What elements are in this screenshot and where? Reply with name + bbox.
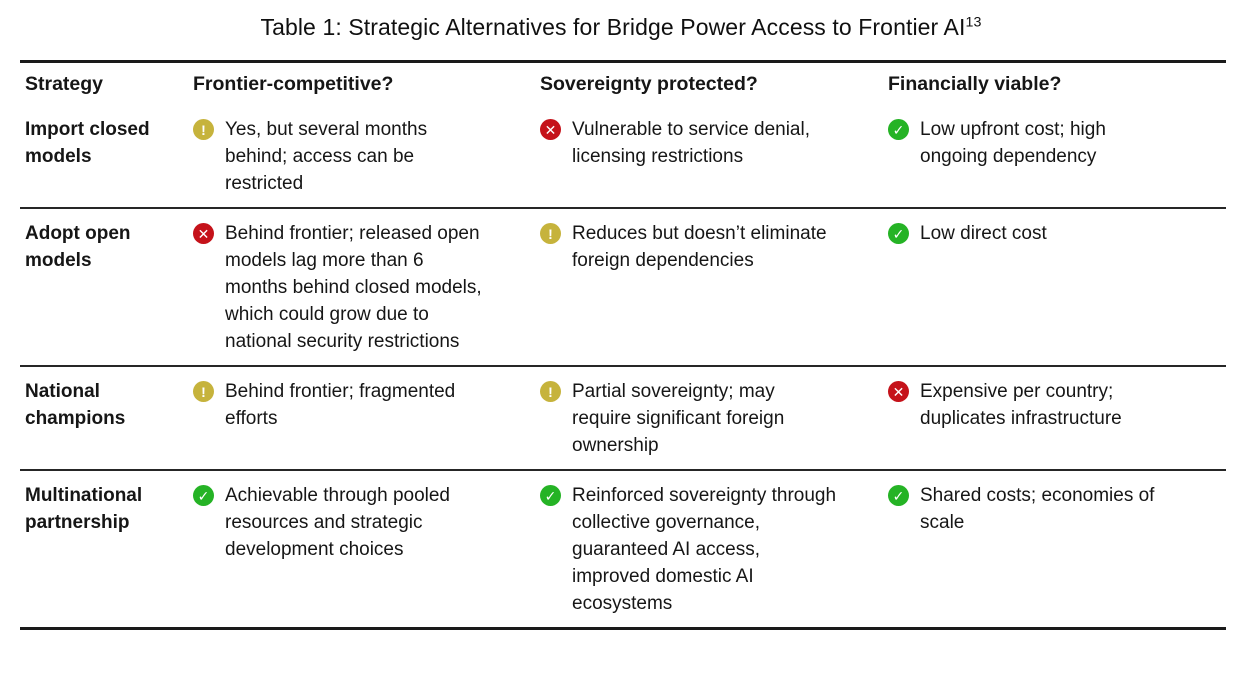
cell-text: Shared costs; economies of scale <box>920 485 1155 533</box>
table-row: Adopt open models ✕ Behind frontier; relea… <box>20 207 1226 365</box>
table-cell: ! Behind frontier; fragmented efforts <box>193 367 540 469</box>
check-icon: ✓ <box>540 485 561 506</box>
cross-icon: ✕ <box>540 119 561 140</box>
footnote-reference: 13 <box>965 14 982 31</box>
cell-text: Yes, but several months behind; access c… <box>225 119 428 194</box>
warning-icon: ! <box>540 223 561 244</box>
table-cell: ✓ Shared costs; economies of scale <box>888 471 1226 627</box>
column-header-frontier: Frontier-competitive? <box>193 73 394 95</box>
cell-text: Reduces but doesn’t eliminate foreign de… <box>572 223 827 271</box>
cell-text: Vulnerable to service denial, licensing … <box>572 119 810 167</box>
check-icon: ✓ <box>888 485 909 506</box>
table-cell: ! Partial sovereignty; may require signif… <box>540 367 888 469</box>
check-icon: ✓ <box>888 223 909 244</box>
table-cell: ✕ Expensive per country; duplicates infra… <box>888 367 1226 469</box>
table-row: National champions! Behind frontier; frag… <box>20 365 1226 469</box>
table-cell: ✓ Low upfront cost; high ongoing dependen… <box>888 105 1226 207</box>
column-header-strategy: Strategy <box>25 73 104 95</box>
table-cell: ✓ Reinforced sovereignty through collecti… <box>540 471 888 627</box>
cell-text: Expensive per country; duplicates infras… <box>920 381 1122 429</box>
table-title-text: Table 1: Strategic Alternatives for Brid… <box>260 14 966 40</box>
cell-text: Low upfront cost; high ongoing dependenc… <box>920 119 1106 167</box>
row-strategy-label: Import closed models <box>25 119 150 167</box>
column-header-sovereignty: Sovereignty protected? <box>540 73 758 95</box>
table-title: Table 1: Strategic Alternatives for Brid… <box>0 0 1242 41</box>
table-row: Import closed models! Yes, but several mo… <box>20 105 1226 207</box>
row-strategy-label: Adopt open models <box>25 223 131 271</box>
row-strategy-label: Multinational partnership <box>25 485 143 533</box>
cell-text: Achievable through pooled resources and … <box>225 485 451 560</box>
table-cell: ✓ Achievable through pooled resources and… <box>193 471 540 627</box>
table-body: Import closed models! Yes, but several mo… <box>20 105 1226 627</box>
cell-text: Partial sovereignty; may require signifi… <box>572 381 785 456</box>
strategies-table: Strategy Frontier-competitive? Sovereign… <box>20 60 1226 630</box>
warning-icon: ! <box>193 119 214 140</box>
table-cell: ✕ Behind frontier; released open models l… <box>193 209 540 365</box>
table-row: Multinational partnership ✓ Achievable thr… <box>20 469 1226 627</box>
table-cell: ! Reduces but doesn’t eliminate foreign d… <box>540 209 888 365</box>
cell-text: Behind frontier; fragmented efforts <box>225 381 456 429</box>
table-cell: ✕ Vulnerable to service denial, licensing… <box>540 105 888 207</box>
cross-icon: ✕ <box>193 223 214 244</box>
cell-text: Behind frontier; released open models la… <box>225 223 482 352</box>
warning-icon: ! <box>540 381 561 402</box>
warning-icon: ! <box>193 381 214 402</box>
table-cell: ! Yes, but several months behind; access … <box>193 105 540 207</box>
column-header-financial: Financially viable? <box>888 73 1062 95</box>
table-header-row: Strategy Frontier-competitive? Sovereign… <box>20 63 1226 105</box>
check-icon: ✓ <box>888 119 909 140</box>
cell-text: Reinforced sovereignty through collectiv… <box>572 485 837 614</box>
table-cell: ✓ Low direct cost <box>888 209 1226 365</box>
cell-text: Low direct cost <box>920 223 1047 244</box>
check-icon: ✓ <box>193 485 214 506</box>
row-strategy-label: National champions <box>25 381 126 429</box>
cross-icon: ✕ <box>888 381 909 402</box>
